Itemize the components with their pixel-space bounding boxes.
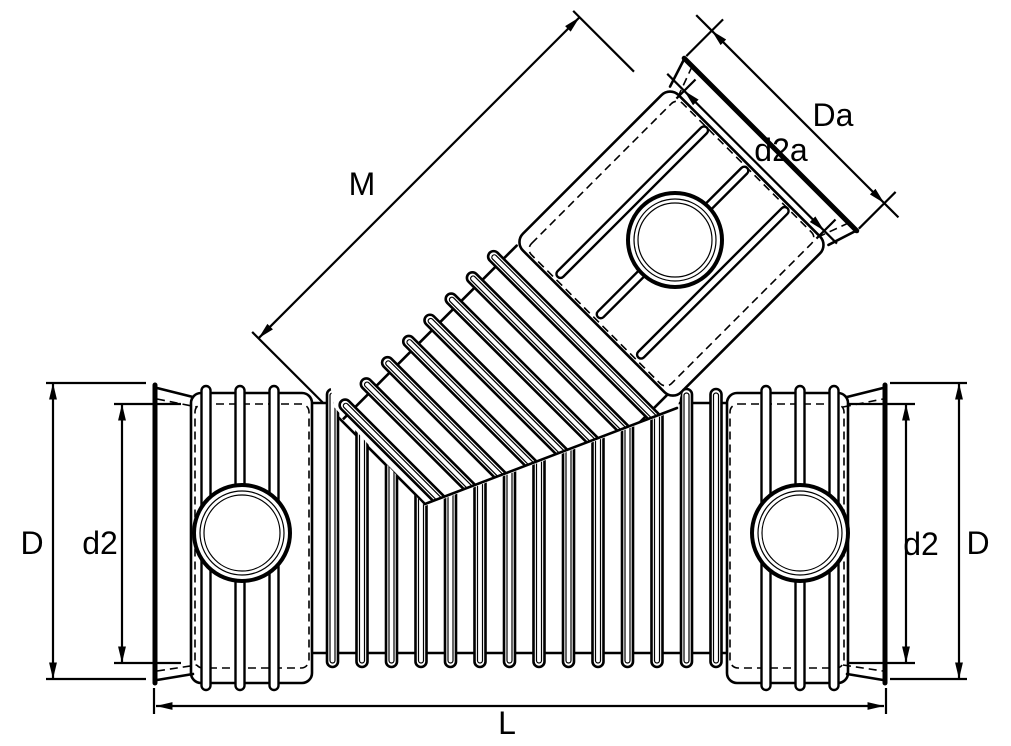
- dimension-M: [251, 10, 635, 404]
- left-flare-dashed: [156, 664, 198, 672]
- dim-label-D-left: D: [20, 525, 43, 561]
- dimension-d2-right: [849, 402, 915, 665]
- left-socket: [152, 382, 314, 692]
- right-flare-dashed: [842, 664, 884, 672]
- dimension-L: [152, 688, 888, 714]
- dim-label-D-right: D: [966, 525, 989, 561]
- right-socket-hole: [750, 483, 850, 583]
- dimension-D-left: [46, 381, 146, 681]
- branch-flare-dashed: [817, 223, 848, 238]
- branch-flare-slant: [668, 59, 685, 88]
- dimension-d2-left: [114, 402, 181, 665]
- branch-flare-slant: [827, 230, 856, 247]
- right-socket: [725, 382, 888, 692]
- dim-label-d2-left: d2: [82, 525, 118, 561]
- left-socket-hole: [192, 483, 292, 583]
- dim-label-d2a: d2a: [754, 132, 808, 168]
- branch-pipe: [251, 10, 900, 577]
- dim-label-M: M: [349, 166, 376, 202]
- right-flare-slant: [845, 672, 885, 682]
- left-flare-slant: [155, 386, 195, 399]
- dim-label-d2-right: d2: [903, 526, 939, 562]
- dimension-D-right: [890, 381, 967, 681]
- branch-flare-dashed: [677, 67, 692, 98]
- right-flare-slant: [845, 386, 885, 399]
- left-flare-slant: [155, 672, 195, 682]
- dim-label-L: L: [498, 705, 516, 741]
- dimension-d2a: [666, 73, 838, 245]
- dim-label-Da: Da: [813, 97, 854, 133]
